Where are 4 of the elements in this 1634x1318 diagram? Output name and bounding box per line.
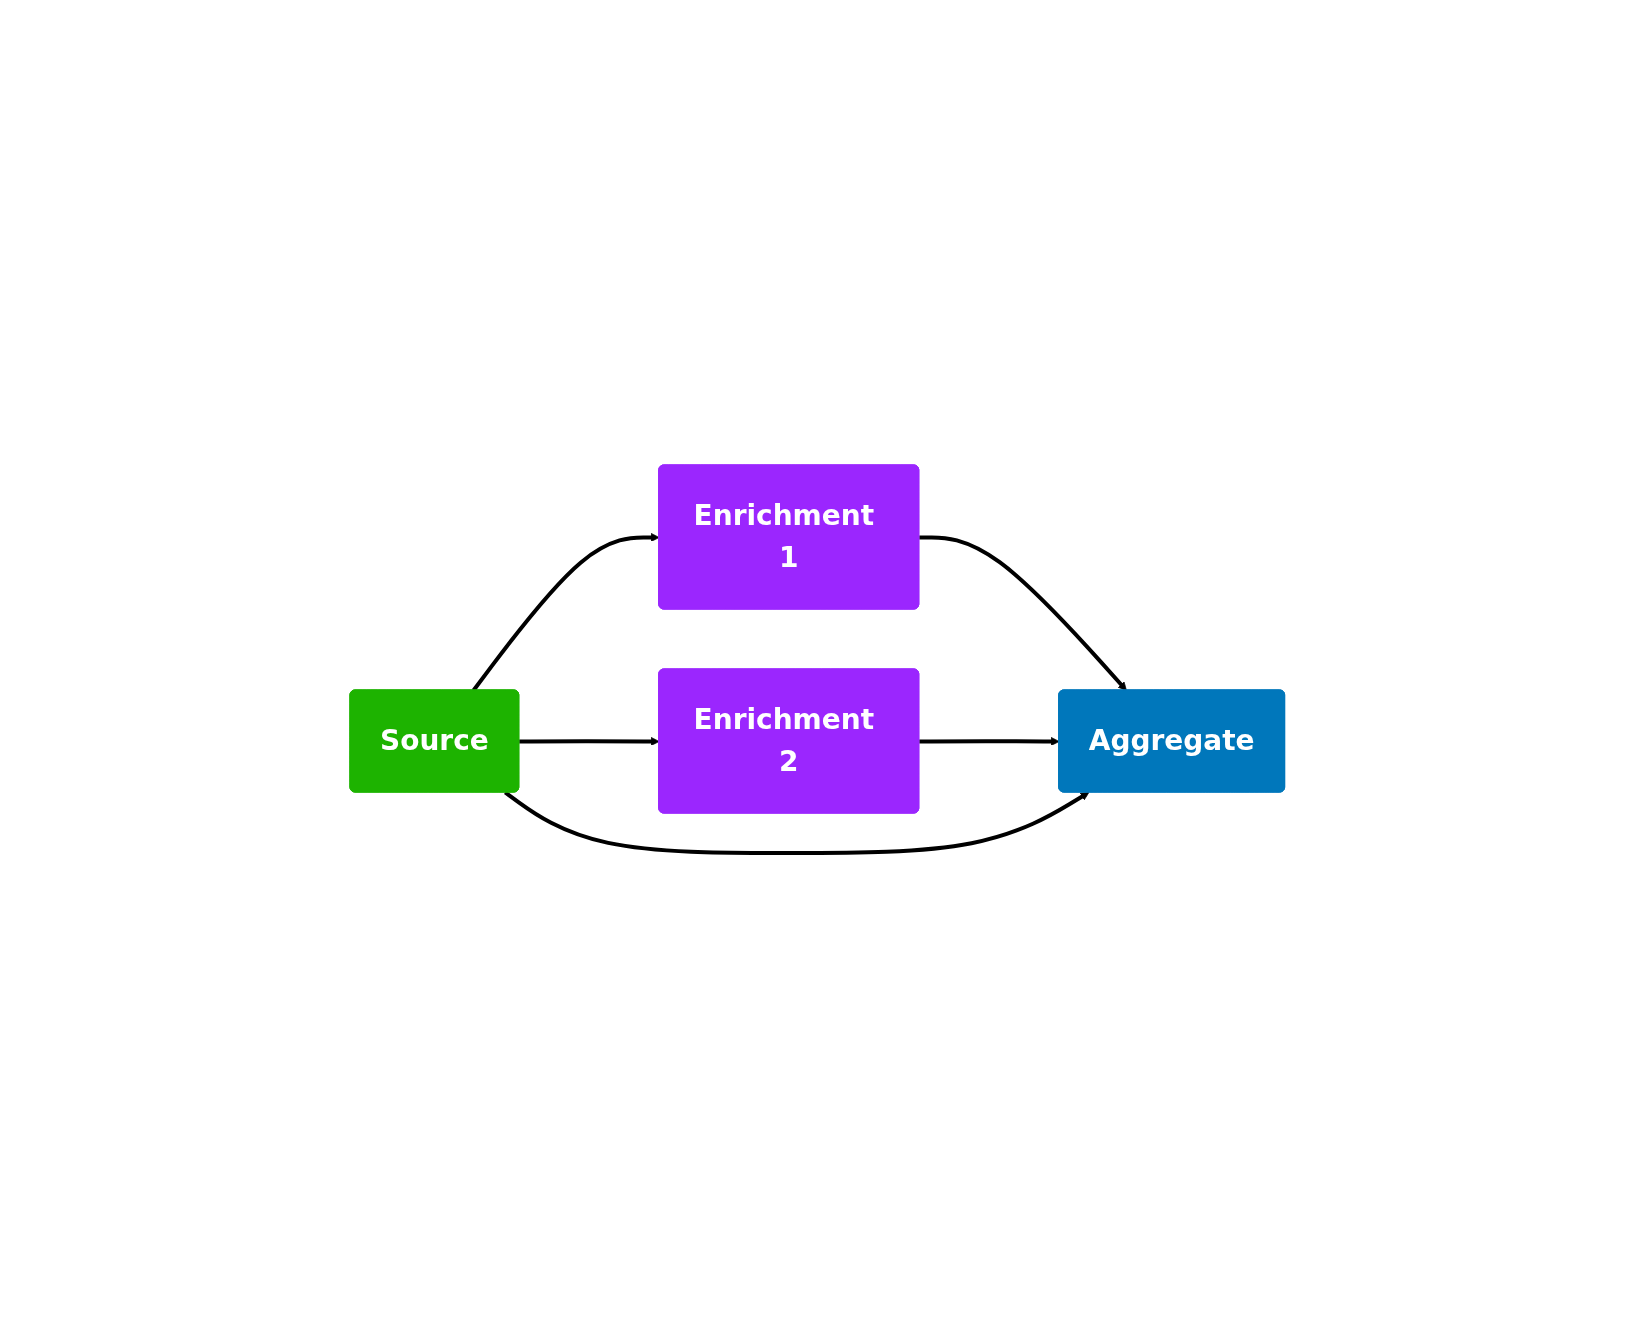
arrow [471, 533, 660, 692]
arrow [518, 737, 660, 746]
arrow [918, 737, 1060, 746]
arrow [918, 535, 1127, 691]
